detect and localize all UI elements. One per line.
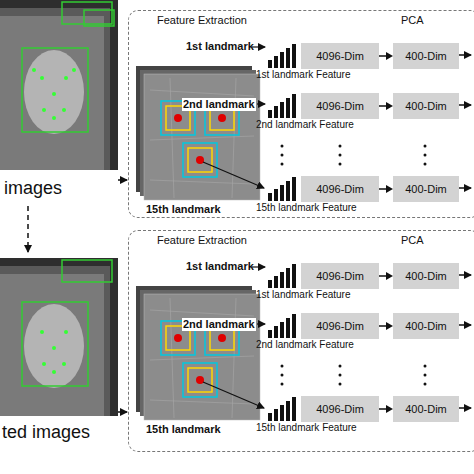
box-text: 400-Dim <box>405 100 447 112</box>
feature-label: 1st landmark Feature <box>256 69 351 81</box>
panel-heading: Feature Extraction <box>157 14 247 26</box>
pca-box: 400-Dim <box>393 263 459 289</box>
feature-label: 15th landmark Feature <box>256 422 357 434</box>
image-caption: images <box>4 178 62 199</box>
feature-label: 2nd landmark Feature <box>256 119 354 131</box>
box-text: 400-Dim <box>405 403 447 415</box>
connector-arrow <box>379 322 393 330</box>
landmark-label: 15th landmark <box>146 423 221 436</box>
feature-label: 2nd landmark Feature <box>256 339 354 351</box>
feature-box: 4096-Dim <box>301 43 379 69</box>
dashed-panel: Feature Extraction PCA 4096-Dim 400-Dim 4096… <box>128 10 474 218</box>
landmark-label: 2nd landmark <box>182 98 256 111</box>
feature-box: 4096-Dim <box>301 396 379 422</box>
input-arrow <box>118 179 127 181</box>
panel-heading: PCA <box>401 14 424 26</box>
input-arrow <box>118 411 127 413</box>
pca-box: 400-Dim <box>393 396 459 422</box>
box-text: 4096-Dim <box>316 183 364 195</box>
box-text: 4096-Dim <box>316 50 364 62</box>
connector-arrow <box>379 185 393 193</box>
landmark-label: 15th landmark <box>146 203 221 216</box>
box-text: 4096-Dim <box>316 270 364 282</box>
feature-box: 4096-Dim <box>301 263 379 289</box>
landmark-label: 1st landmark <box>186 260 254 273</box>
landmark-label: 2nd landmark <box>182 318 256 331</box>
box-text: 4096-Dim <box>316 100 364 112</box>
feature-label: 1st landmark Feature <box>256 289 351 301</box>
pca-box: 400-Dim <box>393 176 459 202</box>
landmark-label: 1st landmark <box>186 40 254 53</box>
connector-arrow <box>379 405 393 413</box>
box-text: 400-Dim <box>405 50 447 62</box>
box-text: 4096-Dim <box>316 403 364 415</box>
connector-arrow <box>379 102 393 110</box>
pca-box: 400-Dim <box>393 313 459 339</box>
connector-arrow <box>379 52 393 60</box>
feature-panel-illustration <box>136 44 471 201</box>
feature-box: 4096-Dim <box>301 313 379 339</box>
face-image-top <box>0 0 118 170</box>
feature-label: 15th landmark Feature <box>256 202 357 214</box>
panel-heading: Feature Extraction <box>157 234 247 246</box>
connector-arrow <box>379 272 393 280</box>
feature-box: 4096-Dim <box>301 93 379 119</box>
feature-box: 4096-Dim <box>301 176 379 202</box>
face-image-bottom <box>0 258 118 416</box>
panel-heading: PCA <box>401 234 424 246</box>
box-text: 400-Dim <box>405 270 447 282</box>
rotation-arrow <box>27 206 29 252</box>
feature-panel-illustration <box>136 264 471 421</box>
image-caption: ted images <box>2 422 90 443</box>
box-text: 4096-Dim <box>316 320 364 332</box>
box-text: 400-Dim <box>405 320 447 332</box>
pca-box: 400-Dim <box>393 93 459 119</box>
box-text: 400-Dim <box>405 183 447 195</box>
pca-box: 400-Dim <box>393 43 459 69</box>
